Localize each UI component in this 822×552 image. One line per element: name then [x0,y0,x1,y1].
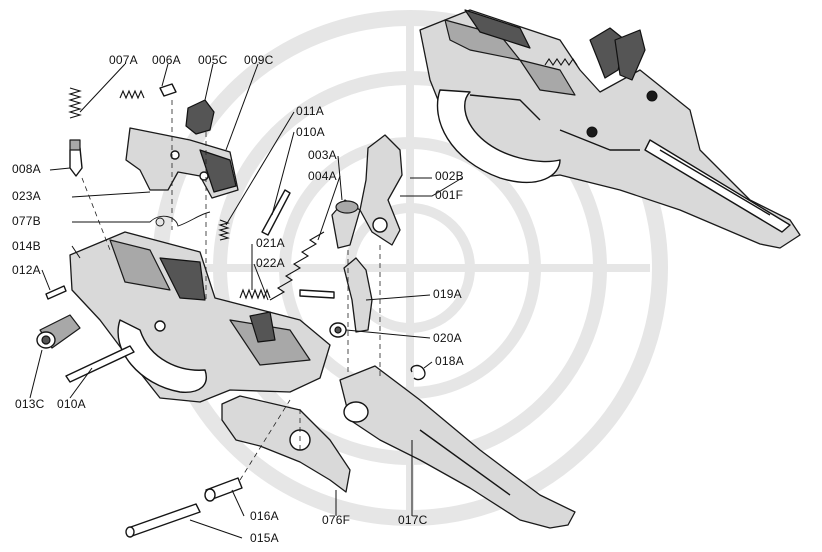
clip-018a [410,364,426,381]
label-020a: 020A [433,331,462,345]
label-017c: 017C [398,513,428,527]
sear-block [125,127,239,199]
leader-lines [29,63,463,539]
assembled-trigger-unit [419,9,801,249]
label-023a: 023A [12,189,41,203]
assembly-guides [81,100,381,481]
label-015a: 015A [250,531,279,545]
label-003a: 003A [308,148,337,162]
pin-015a [125,503,201,538]
label-010a-top: 010A [296,125,325,139]
bushing-016a [204,477,243,502]
spring-010a-top [218,219,230,241]
spring-007a [68,87,82,119]
bushing-020a [329,322,347,338]
label-002b: 002B [435,169,464,183]
plunger-008a [69,139,83,177]
label-016a: 016A [250,509,279,523]
label-004a: 004A [308,169,337,183]
label-006a: 006A [152,53,181,67]
label-021a: 021A [256,236,285,250]
hammer-002b [359,134,403,246]
disconnector-019a [343,257,373,333]
label-014b: 014B [12,239,41,253]
springs-021a-022a [239,288,335,300]
label-011a: 011A [296,104,324,118]
pin-010a-bottom [65,345,135,383]
label-008a: 008A [12,162,41,176]
label-077b: 077B [12,214,41,228]
label-076f: 076F [322,513,351,527]
tail-plate-017c [339,365,576,529]
label-009c: 009C [244,53,274,67]
label-007a: 007A [109,53,138,67]
label-001f: 001F [435,188,464,202]
label-005c: 005C [198,53,228,67]
label-019a: 019A [433,287,462,301]
spring-004a [269,231,325,301]
label-013c: 013C [15,397,45,411]
wire-spring-077b [149,211,211,227]
label-018a: 018A [435,354,464,368]
label-022a: 022A [256,256,285,270]
lower-frame [69,231,331,403]
label-010a-bottom: 010A [57,397,86,411]
label-012a: 012A [12,263,41,277]
bushing-013c [36,314,81,349]
cylinder-003a [331,199,361,249]
pin-011a [261,189,291,236]
pin-012a [45,285,67,300]
detent-005c [185,99,215,135]
spring-006a [119,83,177,100]
